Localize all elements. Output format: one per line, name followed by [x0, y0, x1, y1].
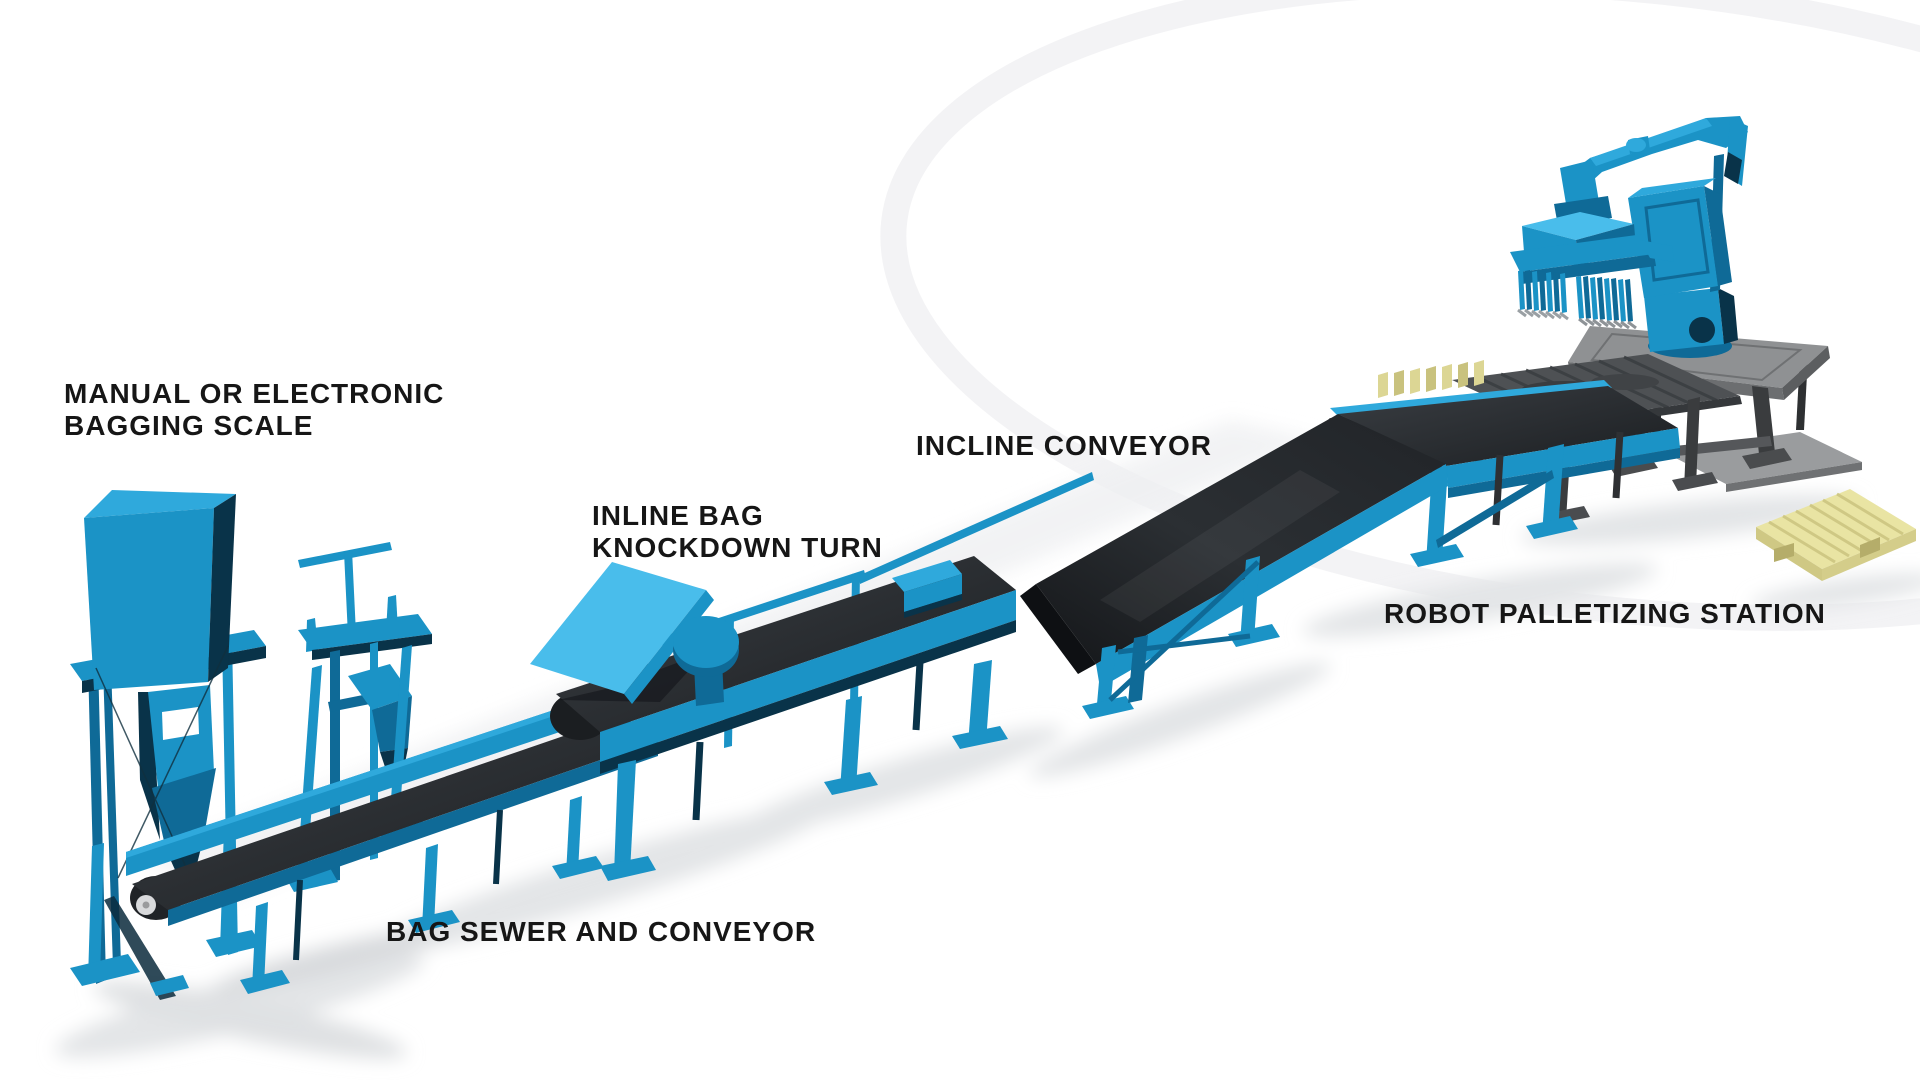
label-line: BAG SEWER AND CONVEYOR — [386, 916, 817, 947]
label-bagging-scale: MANUAL OR ELECTRONIC BAGGING SCALE — [64, 378, 444, 442]
empty-pallet-stack — [1378, 360, 1484, 398]
turn-disc — [673, 616, 739, 706]
hopper-box — [84, 490, 236, 690]
label-incline-conveyor: INCLINE CONVEYOR — [916, 430, 1212, 462]
robot-body — [1628, 186, 1718, 298]
palletizing-robot — [1510, 116, 1748, 358]
gripper-forks — [1517, 270, 1637, 330]
background-swoosh — [880, 0, 1920, 631]
inline-bag-knockdown-turn-machine — [530, 472, 1094, 881]
robot-gripper — [1510, 212, 1674, 330]
flat-conveyor-belt — [1338, 386, 1678, 466]
label-bag-sewer: BAG SEWER AND CONVEYOR — [386, 916, 816, 948]
label-knockdown-turn: INLINE BAG KNOCKDOWN TURN — [592, 500, 883, 564]
robot-arm — [1566, 116, 1748, 190]
label-line: KNOCKDOWN TURN — [592, 532, 883, 563]
label-line: INLINE BAG — [592, 500, 764, 531]
label-line: ROBOT PALLETIZING STATION — [1384, 598, 1826, 629]
label-line: BAGGING SCALE — [64, 410, 314, 441]
floor-pallet — [1756, 489, 1916, 581]
label-robot-palletizing: ROBOT PALLETIZING STATION — [1384, 598, 1826, 630]
knockdown-plate — [530, 562, 706, 694]
label-line: MANUAL OR ELECTRONIC — [64, 378, 445, 409]
incline-conveyor-belt — [1036, 414, 1446, 664]
label-line: INCLINE CONVEYOR — [916, 430, 1213, 461]
drive-box — [892, 560, 962, 618]
bag-sewer-conveyor — [126, 688, 658, 994]
sewer-conveyor-belt — [132, 716, 658, 910]
incline-conveyor-machine — [1020, 414, 1448, 719]
